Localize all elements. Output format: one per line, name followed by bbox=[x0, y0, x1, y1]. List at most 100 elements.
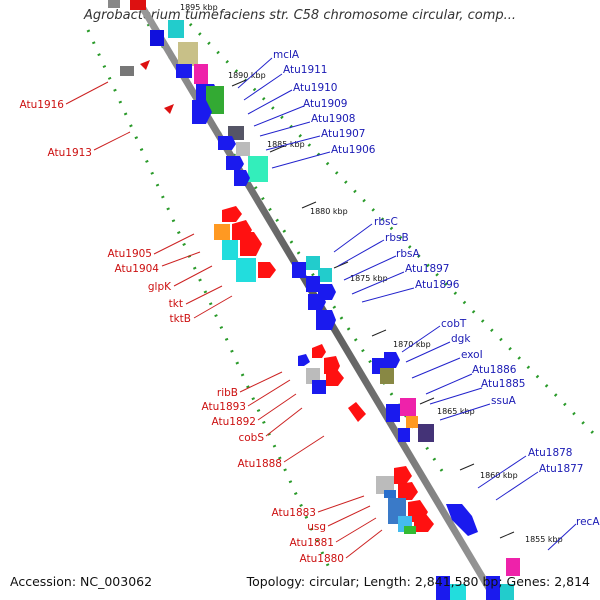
gene-label: Atu1906 bbox=[331, 144, 376, 156]
gene-feature bbox=[306, 276, 320, 292]
gene-feature bbox=[312, 380, 326, 394]
gene-feature bbox=[316, 310, 336, 330]
gene-feature bbox=[226, 156, 244, 170]
gene-label: dgk bbox=[451, 333, 471, 345]
gene-feature bbox=[218, 136, 236, 150]
gene-feature bbox=[214, 224, 230, 240]
gene-feature bbox=[506, 558, 520, 576]
tick-label: 1875 kbp bbox=[350, 274, 388, 283]
gene-feature bbox=[240, 232, 262, 256]
gene-feature bbox=[386, 404, 400, 422]
gene-feature bbox=[318, 268, 332, 282]
gene-feature bbox=[150, 30, 164, 46]
ticks bbox=[231, 79, 515, 539]
gene-label: usg bbox=[307, 521, 326, 533]
gene-feature bbox=[194, 64, 208, 84]
gene-feature bbox=[222, 240, 238, 260]
tick-label: 1855 kbp bbox=[525, 535, 563, 544]
gene-feature bbox=[292, 262, 306, 278]
gene-feature bbox=[398, 482, 418, 500]
gene-feature bbox=[446, 504, 478, 536]
forward-leaders bbox=[237, 57, 577, 551]
tick-label: 1890 kbp bbox=[228, 71, 266, 80]
gene-label: cobS bbox=[238, 432, 264, 444]
gene-label: ribB bbox=[217, 387, 238, 399]
gene-feature bbox=[130, 0, 146, 10]
gene-feature bbox=[326, 368, 344, 386]
tick-label: 1870 kbp bbox=[393, 340, 431, 349]
tick-label: 1860 kbp bbox=[480, 471, 518, 480]
gene-feature bbox=[168, 20, 184, 38]
gene-feature bbox=[120, 66, 134, 76]
gene-feature bbox=[312, 344, 326, 358]
gene-feature bbox=[376, 476, 394, 494]
gene-feature bbox=[164, 104, 174, 114]
gene-feature bbox=[306, 256, 320, 270]
gene-label: mclA bbox=[273, 49, 300, 61]
gene-feature bbox=[308, 294, 326, 310]
forward-labels: mclA Atu1911 Atu1910 Atu1909 Atu1908 Atu… bbox=[273, 49, 600, 528]
gene-feature bbox=[178, 42, 198, 66]
gene-label: Atu1909 bbox=[303, 98, 348, 110]
gene-label: Atu1911 bbox=[283, 64, 328, 76]
gene-label: Atu1888 bbox=[238, 458, 283, 470]
gene-feature bbox=[384, 490, 396, 498]
forward-genes[interactable] bbox=[150, 20, 520, 600]
gene-label: Atu1885 bbox=[481, 378, 526, 390]
gene-feature bbox=[414, 514, 434, 532]
gene-feature bbox=[500, 584, 514, 600]
gene-feature bbox=[176, 64, 192, 78]
gene-label: Atu1897 bbox=[405, 263, 450, 275]
reverse-genes[interactable] bbox=[108, 0, 466, 600]
gene-feature bbox=[486, 576, 500, 600]
reverse-labels: Atu1916 Atu1913 Atu1905 Atu1904 glpK tkt… bbox=[20, 99, 345, 565]
gene-label: Atu1905 bbox=[108, 248, 153, 260]
gene-feature bbox=[298, 354, 310, 366]
gene-feature bbox=[108, 0, 120, 8]
gene-feature bbox=[436, 576, 450, 600]
gene-label: Atu1913 bbox=[48, 147, 93, 159]
gene-label: Atu1916 bbox=[20, 99, 65, 111]
gene-feature bbox=[192, 100, 212, 124]
gene-label: Atu1892 bbox=[212, 416, 257, 428]
gene-label: tkt bbox=[169, 298, 183, 310]
gene-label: Atu1896 bbox=[415, 279, 460, 291]
gene-feature bbox=[236, 142, 250, 156]
gene-label: Atu1893 bbox=[202, 401, 247, 413]
gene-label: Atu1883 bbox=[272, 507, 317, 519]
gene-label: Atu1908 bbox=[311, 113, 356, 125]
gene-feature bbox=[236, 258, 256, 282]
gene-label: Atu1878 bbox=[528, 447, 573, 459]
gene-label: rbsA bbox=[396, 248, 420, 260]
gene-label: glpK bbox=[148, 281, 172, 293]
gene-label: rbsB bbox=[385, 232, 409, 244]
tick-label: 1865 kbp bbox=[437, 407, 475, 416]
accession-text: Accession: NC_003062 bbox=[10, 574, 153, 589]
gene-label: Atu1881 bbox=[290, 537, 335, 549]
gene-label: recA bbox=[576, 516, 600, 528]
gene-feature bbox=[394, 466, 412, 484]
gene-label: Atu1880 bbox=[300, 553, 345, 565]
gene-label: Atu1886 bbox=[472, 364, 517, 376]
gene-label: tktB bbox=[169, 313, 191, 325]
gene-feature bbox=[222, 206, 242, 222]
gene-label: Atu1904 bbox=[115, 263, 160, 275]
gene-feature bbox=[140, 60, 150, 70]
gene-feature bbox=[400, 398, 416, 416]
gene-feature bbox=[398, 428, 410, 442]
gene-label: exoI bbox=[461, 349, 483, 361]
topology-text: Topology: circular; Length: 2,841,580 bp… bbox=[246, 574, 590, 589]
gene-feature bbox=[380, 368, 394, 384]
gene-feature bbox=[206, 86, 224, 114]
gene-feature bbox=[418, 424, 434, 442]
gene-feature bbox=[406, 416, 418, 428]
gene-label: Atu1910 bbox=[293, 82, 338, 94]
gene-feature bbox=[404, 526, 416, 534]
gene-label: rbsC bbox=[374, 216, 398, 228]
tick-label: 1895 kbp bbox=[180, 3, 218, 12]
gene-label: Atu1907 bbox=[321, 128, 366, 140]
gene-feature bbox=[234, 170, 250, 186]
map-title: Agrobacterium tumefaciens str. C58 chrom… bbox=[83, 8, 517, 23]
gene-feature bbox=[348, 402, 366, 422]
